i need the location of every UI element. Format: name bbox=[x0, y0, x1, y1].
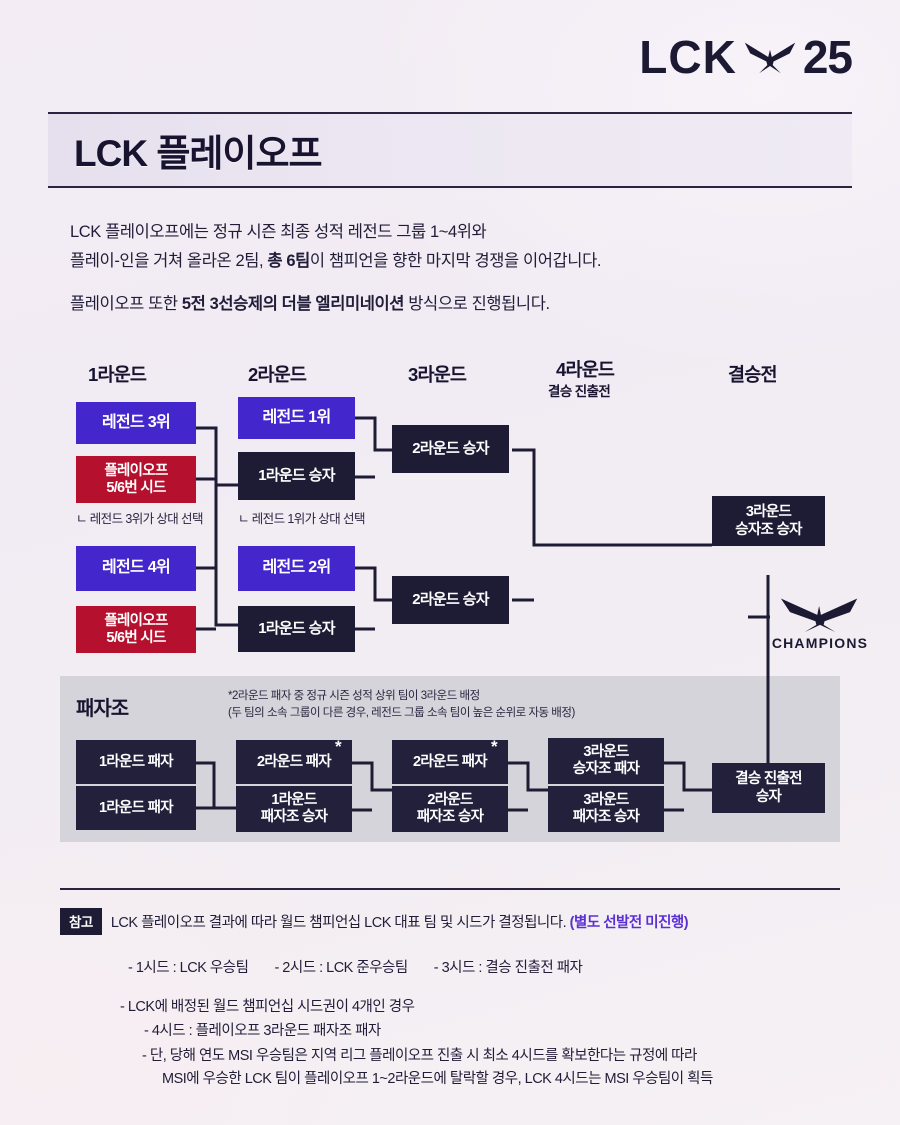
champions-bird-icon bbox=[780, 598, 858, 633]
page-title: LCK 플레이오프 bbox=[74, 133, 323, 174]
bracket-box-r1-winner-a: 1라운드 승자 bbox=[238, 452, 355, 500]
intro-line-2: 플레이-인을 거쳐 올라온 2팀, 총 6팀이 챔피언을 향한 마지막 경쟁을 … bbox=[70, 251, 602, 270]
bracket-box-playoff-seed-56-a: 플레이오프 5/6번 시드 bbox=[76, 456, 196, 503]
footer-seed-2: - 2시드 : LCK 준우승팀 bbox=[274, 960, 408, 976]
bracket-box-legend-4th: 레전드 4위 bbox=[76, 546, 196, 591]
lck-logo: LCK 25 bbox=[639, 31, 853, 83]
lb-box-r3-lb-winner: 3라운드 패자조 승자 bbox=[548, 786, 664, 832]
footer-seed-1: - 1시드 : LCK 우승팀 bbox=[128, 960, 249, 976]
round-header-2: 2라운드 bbox=[248, 364, 307, 385]
lck-bird-icon bbox=[744, 42, 796, 74]
loser-note-line-1: *2라운드 패자 중 정규 시즌 성적 상위 팀이 3라운드 배정 bbox=[228, 690, 480, 702]
bracket-box-legend-3rd: 레전드 3위 bbox=[76, 402, 196, 444]
lb-box-r1-loser-b: 1라운드 패자 bbox=[76, 786, 196, 830]
footer-divider bbox=[60, 888, 840, 890]
lb-box-r2-loser-a: 2라운드 패자 bbox=[236, 740, 352, 784]
round-header-4-sub: 결승 진출전 bbox=[548, 384, 611, 399]
lb-box-r3-upper-loser: 3라운드 승자조 패자 bbox=[548, 738, 664, 784]
note-legend-3rd-choice: ㄴ 레전드 3위가 상대 선택 bbox=[76, 512, 203, 526]
intro-line-1: LCK 플레이오프에는 정규 시즌 최종 성적 레전드 그룹 1~4위와 bbox=[70, 223, 487, 241]
bracket-box-r2-winner-b: 2라운드 승자 bbox=[392, 576, 509, 624]
lb-box-final-qualifier-winner: 결승 진출전 승자 bbox=[712, 763, 825, 813]
bracket-box-playoff-seed-56-b: 플레이오프 5/6번 시드 bbox=[76, 606, 196, 653]
footer-detail-block: - LCK에 배정된 월드 챔피언십 시드권이 4개인 경우 - 4시드 : 플… bbox=[120, 996, 880, 1092]
lb-asterisk-b: * bbox=[491, 737, 498, 756]
lb-box-r2-loser-b: 2라운드 패자 bbox=[392, 740, 508, 784]
bracket-box-r3-upper-winner: 3라운드 승자조 승자 bbox=[712, 496, 825, 546]
round-header-final: 결승전 bbox=[728, 364, 777, 385]
bracket-box-legend-1st: 레전드 1위 bbox=[238, 397, 355, 439]
intro-line-3: 플레이오프 또한 5전 3선승제의 더블 엘리미네이션 방식으로 진행됩니다. bbox=[70, 294, 550, 313]
round-header-4: 4라운드 bbox=[556, 359, 615, 380]
note-legend-1st-choice: ㄴ 레전드 1위가 상대 선택 bbox=[238, 512, 365, 526]
footer-main-text: LCK 플레이오프 결과에 따라 월드 챔피언십 LCK 대표 팀 및 시드가 … bbox=[110, 915, 689, 931]
footer-seed-3: - 3시드 : 결승 진출전 패자 bbox=[433, 960, 583, 976]
page-title-band: LCK 플레이오프 bbox=[48, 112, 852, 188]
loser-bracket-title: 패자조 bbox=[76, 698, 129, 720]
footer-notes: 참고 LCK 플레이오프 결과에 따라 월드 챔피언십 LCK 대표 팀 및 시… bbox=[60, 908, 880, 1092]
champions-label: CHAMPIONS bbox=[771, 635, 869, 651]
lb-asterisk-a: * bbox=[335, 737, 342, 756]
round-header-3: 3라운드 bbox=[408, 364, 467, 385]
footer-detail-line-3: - 단, 당해 연도 MSI 우승팀은 지역 리그 플레이오프 진출 시 최소 … bbox=[142, 1047, 697, 1064]
loser-note-line-2: (두 팀의 소속 그룹이 다른 경우, 레전드 그룹 소속 팀이 높은 순위로 … bbox=[228, 707, 575, 720]
bracket-box-r2-winner-a: 2라운드 승자 bbox=[392, 425, 509, 473]
footer-badge: 참고 bbox=[60, 908, 102, 935]
lb-box-r2-lb-winner: 2라운드 패자조 승자 bbox=[392, 786, 508, 832]
bracket-box-r1-winner-b: 1라운드 승자 bbox=[238, 606, 355, 652]
footer-detail-line-2: - 4시드 : 플레이오프 3라운드 패자조 패자 bbox=[144, 1023, 381, 1040]
footer-detail-line-1: - LCK에 배정된 월드 챔피언십 시드권이 4개인 경우 bbox=[120, 999, 415, 1015]
lb-box-r1-lb-winner: 1라운드 패자조 승자 bbox=[236, 786, 352, 832]
lck-logo-year: 25 bbox=[802, 31, 853, 83]
round-header-1: 1라운드 bbox=[88, 364, 147, 385]
intro-text: LCK 플레이오프에는 정규 시즌 최종 성적 레전드 그룹 1~4위와 플레이… bbox=[70, 218, 860, 319]
loser-bracket-note: *2라운드 패자 중 정규 시즌 성적 상위 팀이 3라운드 배정 (두 팀의 … bbox=[228, 688, 575, 723]
bracket-box-legend-2nd: 레전드 2위 bbox=[238, 546, 355, 591]
champions-mark: CHAMPIONS bbox=[770, 594, 870, 651]
lb-box-r1-loser-a: 1라운드 패자 bbox=[76, 740, 196, 784]
lck-logo-text: LCK bbox=[639, 31, 737, 83]
footer-detail-line-4: MSI에 우승한 LCK 팀이 플레이오프 1~2라운드에 탈락할 경우, LC… bbox=[162, 1071, 713, 1088]
footer-seed-list: - 1시드 : LCK 우승팀 - 2시드 : LCK 준우승팀 - 3시드 :… bbox=[128, 956, 880, 977]
